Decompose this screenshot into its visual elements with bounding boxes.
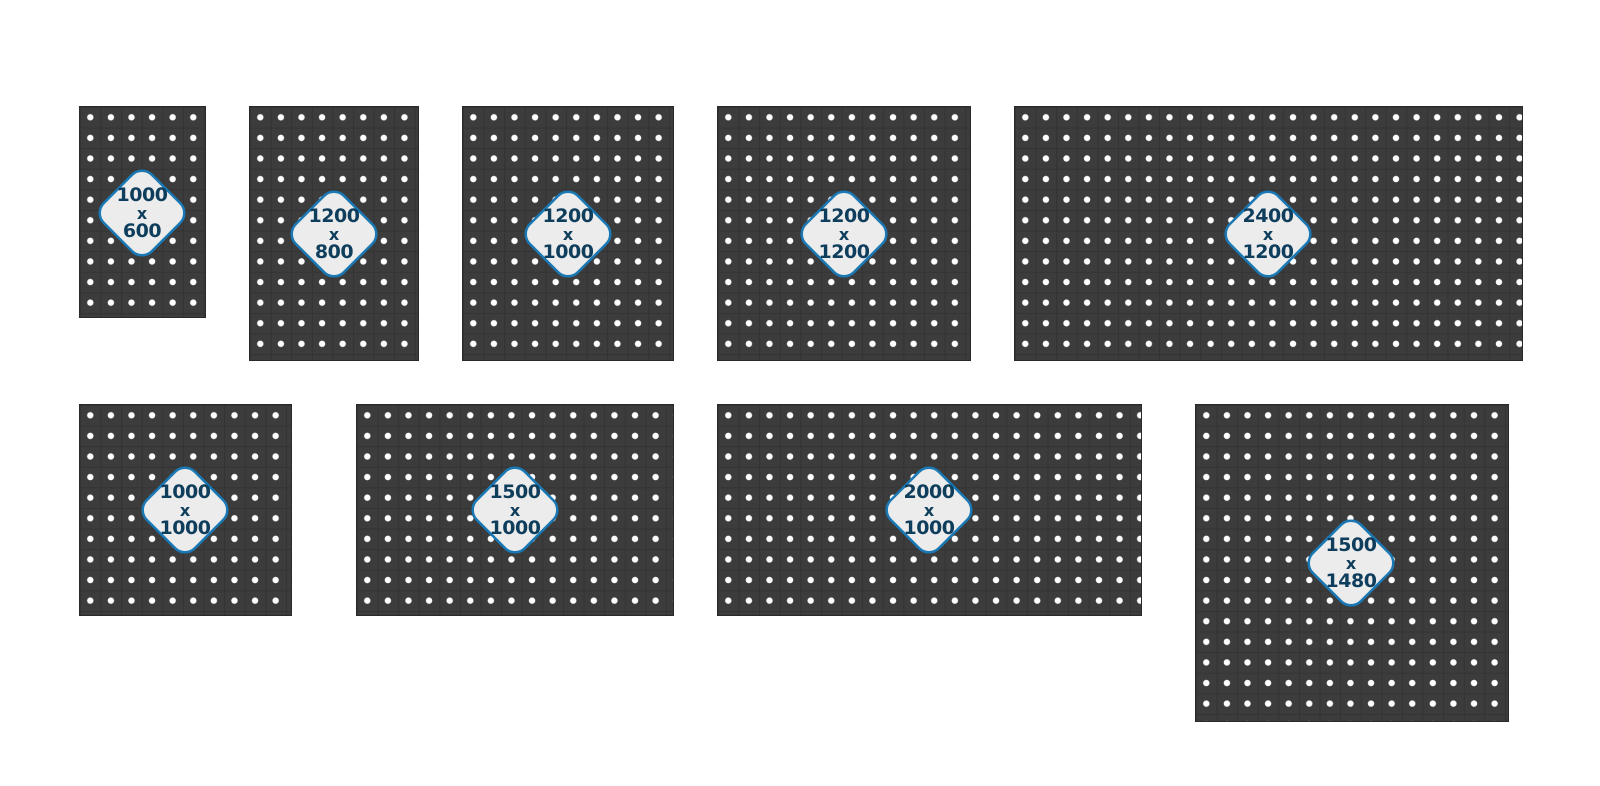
size-badge: 1500 x 1000 <box>459 454 571 566</box>
size-badge: 1200 x 1000 <box>512 178 624 290</box>
badge-times: x <box>509 500 521 520</box>
pegboard-panel-2400x1200 <box>1014 106 1523 361</box>
size-badge: 1000 x 1000 <box>129 454 241 566</box>
badge-height: 1200 <box>818 240 870 263</box>
badge-shape-icon <box>98 169 186 257</box>
badge-height: 1480 <box>1325 569 1377 592</box>
badge-shape-icon <box>885 466 973 554</box>
size-badge: 1200 x 1200 <box>788 178 900 290</box>
badge-times: x <box>136 203 148 223</box>
badge-shape-icon <box>524 190 612 278</box>
size-badge: 1000 x 600 <box>86 157 198 269</box>
badge-times: x <box>179 500 191 520</box>
badge-height: 1000 <box>159 516 211 539</box>
size-badge: 1500 x 1480 <box>1295 507 1407 619</box>
badge-times: x <box>923 500 935 520</box>
badge-shape-icon <box>141 466 229 554</box>
badge-width: 1200 <box>818 204 870 227</box>
badge-times: x <box>328 224 340 244</box>
badge-width: 1200 <box>308 204 360 227</box>
badge-height: 1200 <box>1242 240 1294 263</box>
pegboard-panel-2000x1000 <box>717 404 1142 616</box>
size-badge: 2000 x 1000 <box>873 454 985 566</box>
badge-times: x <box>1262 224 1274 244</box>
badge-shape-icon <box>800 190 888 278</box>
badge-shape-icon <box>1224 190 1312 278</box>
badge-height: 600 <box>122 219 162 242</box>
size-badge: 1200 x 800 <box>278 178 390 290</box>
badge-width: 1200 <box>542 204 594 227</box>
badge-width: 1500 <box>1325 533 1377 556</box>
badge-shape-icon <box>290 190 378 278</box>
badge-shape-icon <box>1307 519 1395 607</box>
badge-height: 1000 <box>542 240 594 263</box>
badge-width: 2400 <box>1242 204 1294 227</box>
badge-times: x <box>1345 553 1357 573</box>
badge-shape-icon <box>471 466 559 554</box>
badge-height: 1000 <box>489 516 541 539</box>
badge-width: 1000 <box>159 480 211 503</box>
badge-height: 1000 <box>903 516 955 539</box>
pegboard-panel-1500x1000 <box>356 404 674 616</box>
badge-times: x <box>838 224 850 244</box>
badge-width: 1000 <box>116 183 168 206</box>
size-badge: 2400 x 1200 <box>1212 178 1324 290</box>
badge-height: 800 <box>314 240 354 263</box>
badge-times: x <box>562 224 574 244</box>
badge-width: 1500 <box>489 480 541 503</box>
badge-width: 2000 <box>903 480 955 503</box>
